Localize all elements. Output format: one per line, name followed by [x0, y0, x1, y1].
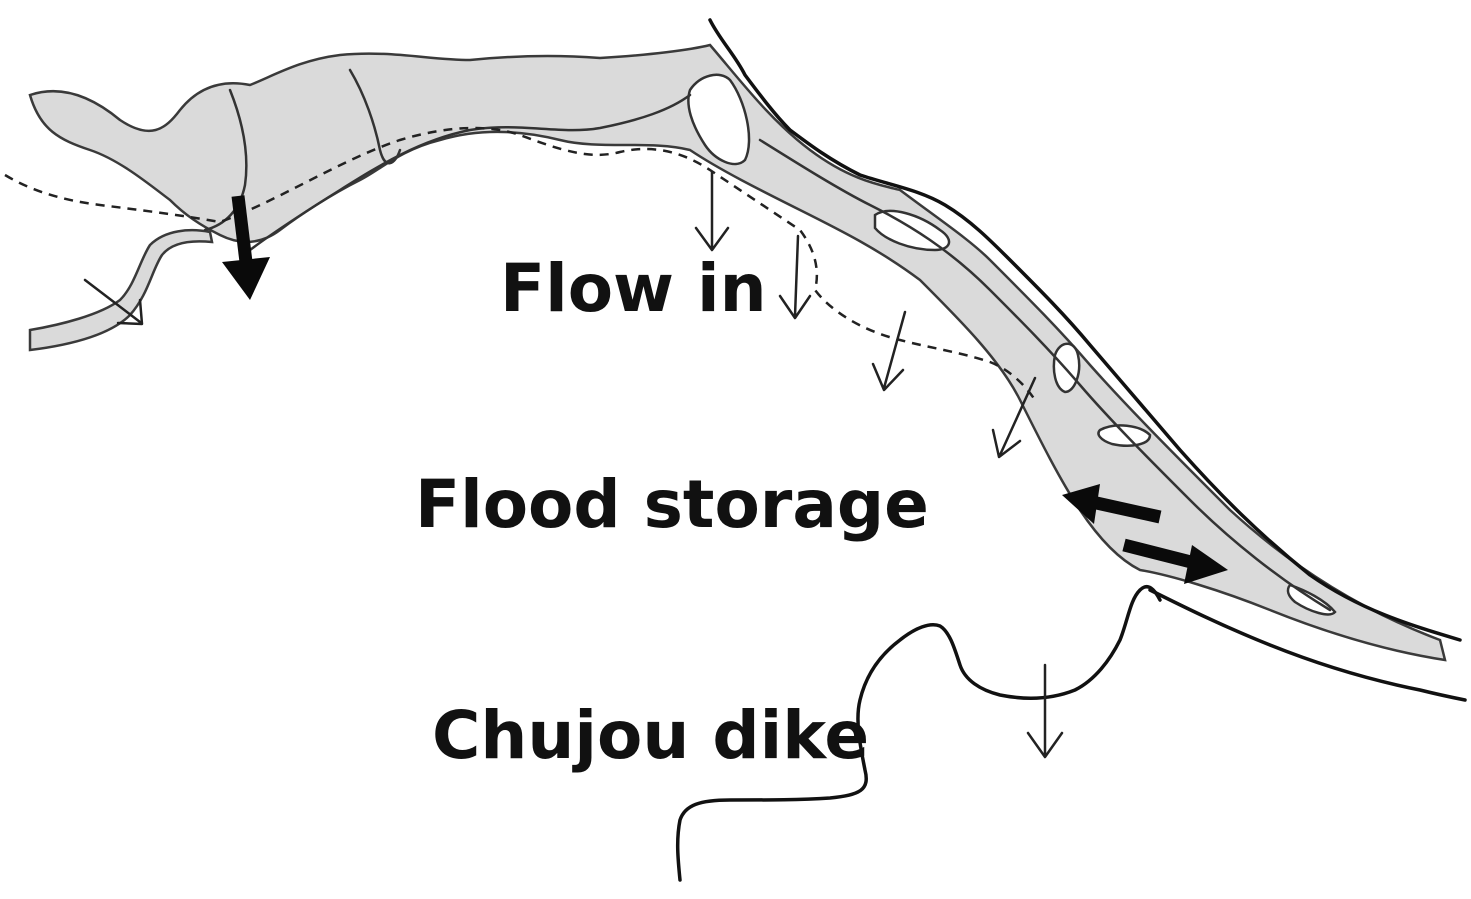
lower-bank-line [1148, 588, 1467, 702]
flow-arrow-thin [694, 170, 730, 252]
tributary-channel [28, 229, 214, 352]
inner-channel [348, 68, 402, 165]
exchange-arrow-left [1062, 484, 1162, 524]
flow-in-label: Flow in [500, 250, 767, 327]
flow-arrow-thin [1026, 663, 1064, 759]
flow-arrow-thin [83, 278, 144, 326]
inflow-boundary-dashed [4, 126, 1037, 401]
right-bank-line [708, 18, 1462, 642]
island [1097, 424, 1152, 447]
chujou-dike-line [675, 585, 1162, 882]
inner-channel [248, 93, 692, 252]
flow-arrow-thick [222, 195, 270, 300]
inner-channel [203, 88, 248, 232]
island [687, 73, 751, 166]
flow-arrow-thin [871, 310, 907, 392]
flow-arrow-thin [991, 376, 1037, 459]
exchange-arrow-right [1122, 538, 1228, 584]
flow-arrow-thin [778, 234, 812, 320]
chujou-dike-label: Chujou dike [432, 697, 870, 774]
inner-channel [758, 138, 1332, 612]
flood-storage-label: Flood storage [415, 466, 929, 543]
